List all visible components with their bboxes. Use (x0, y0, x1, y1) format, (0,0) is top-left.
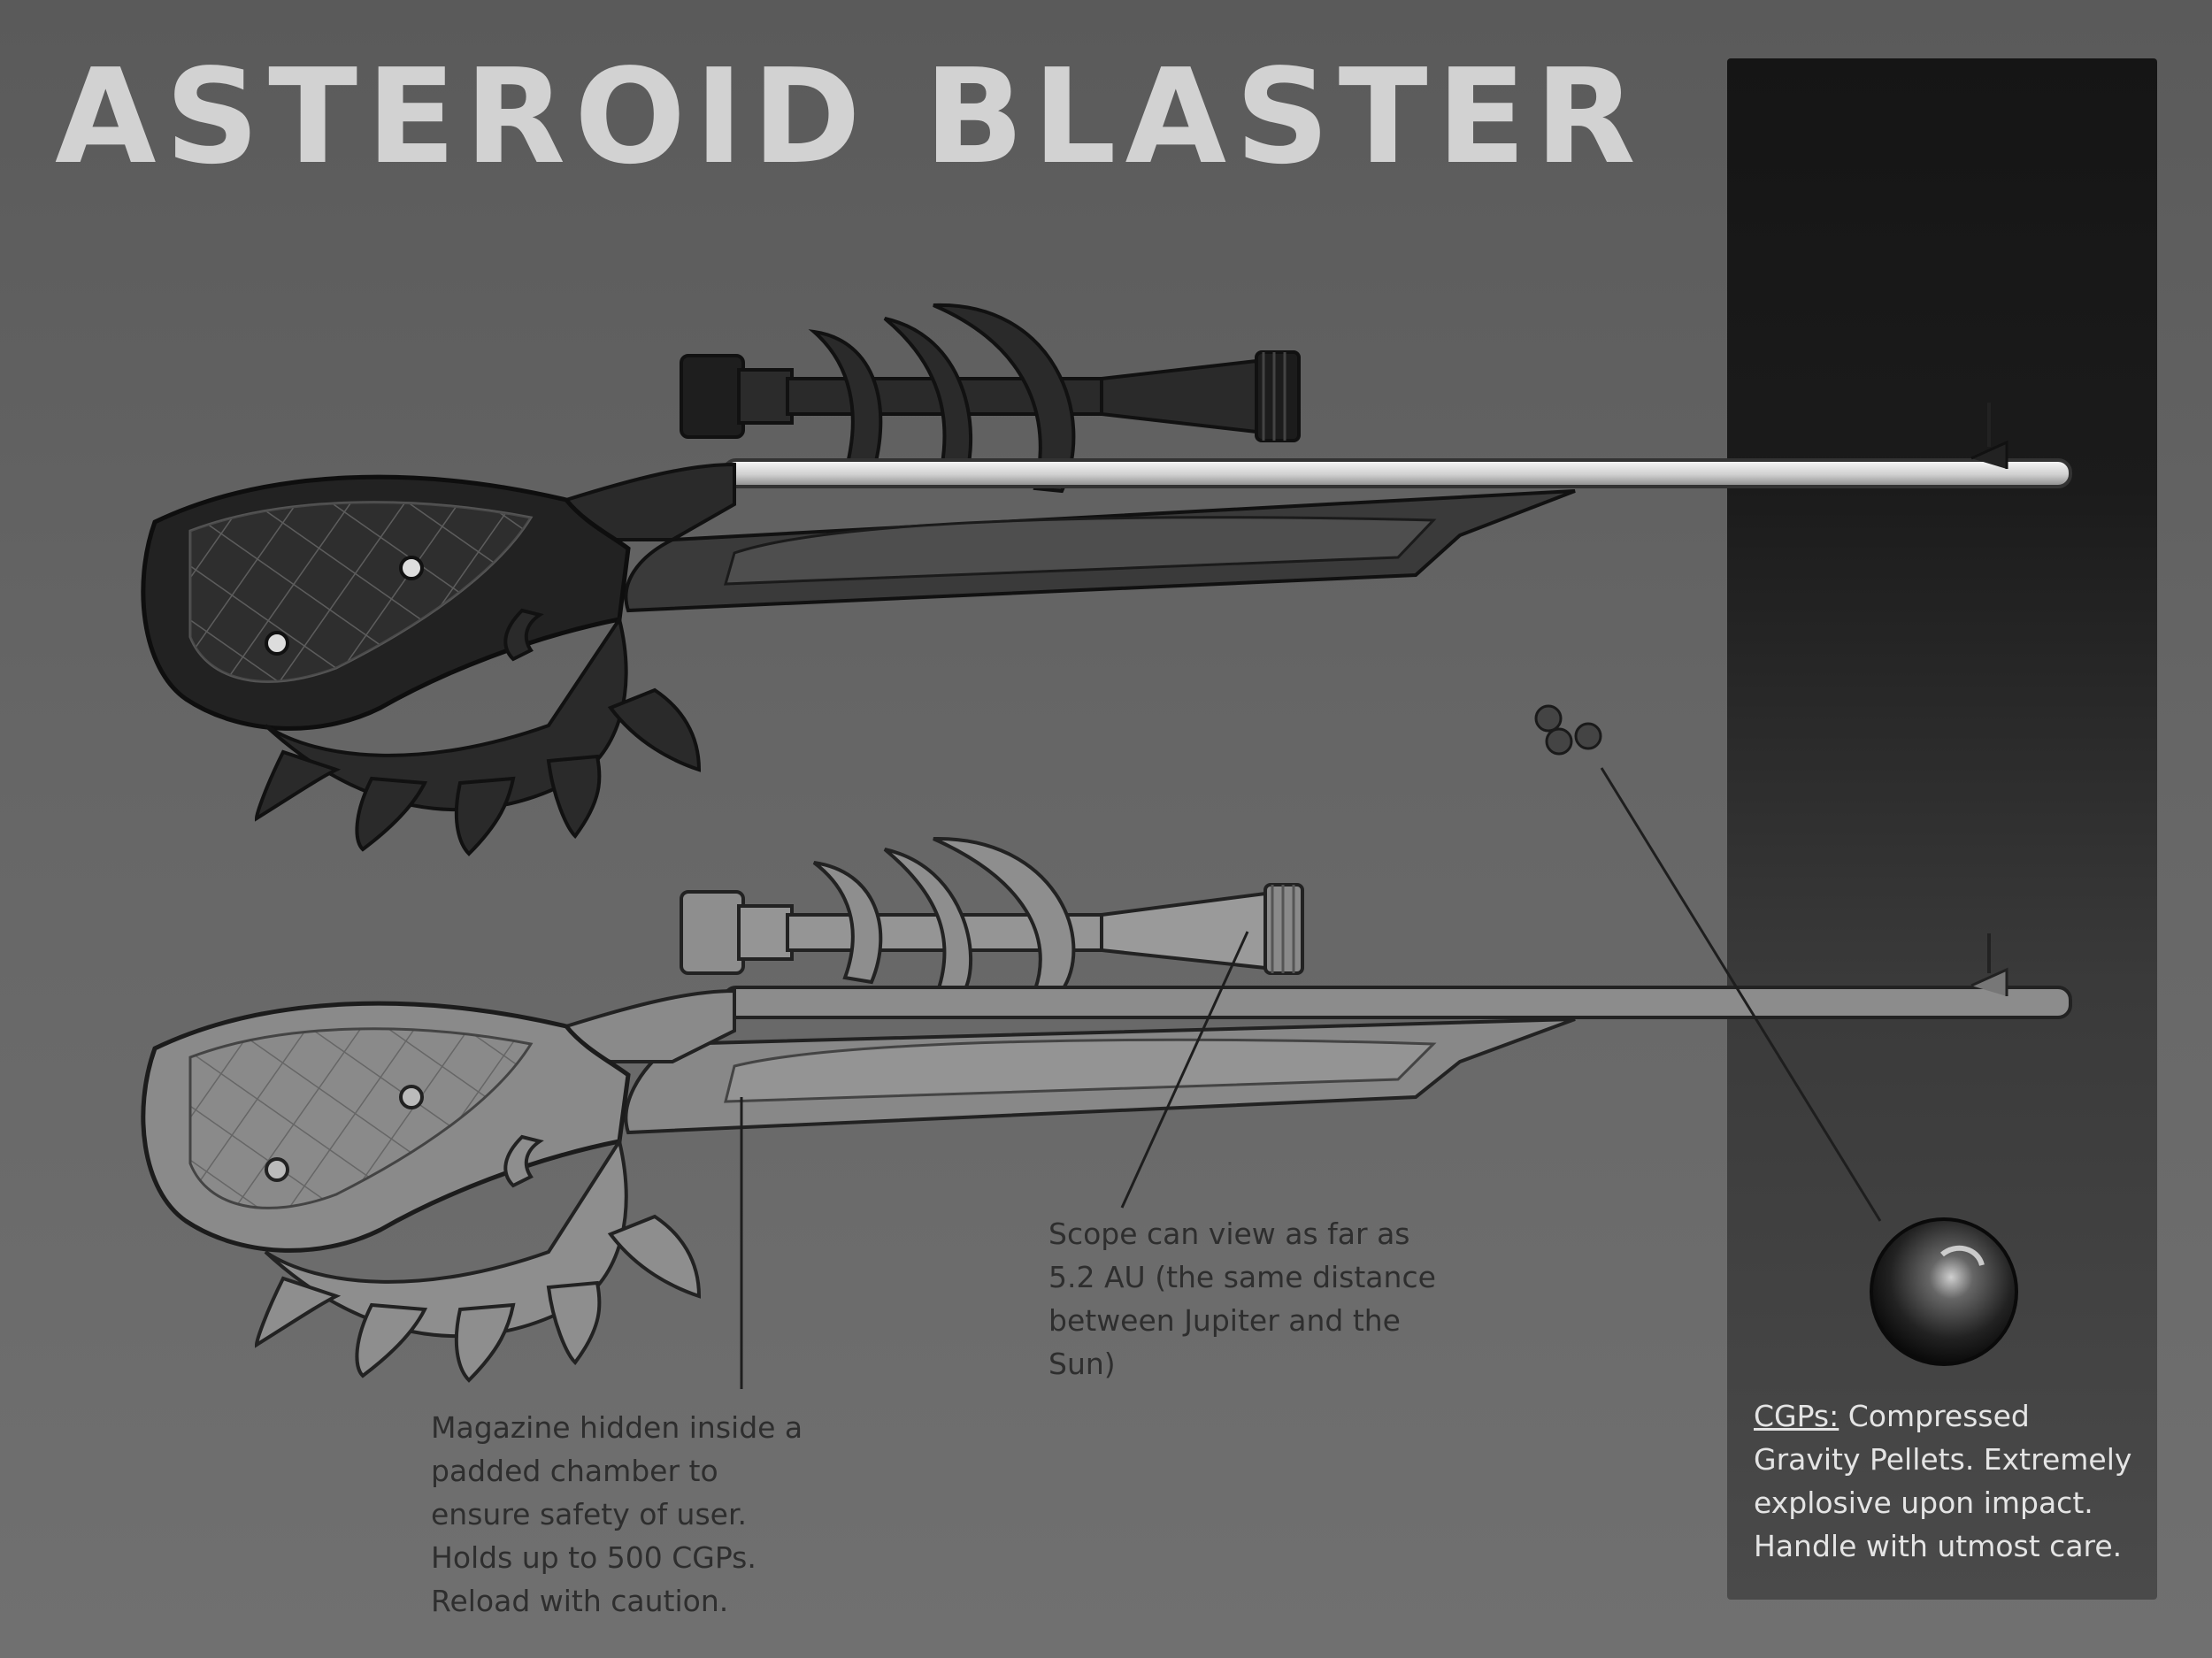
cgp-pellet-icon (1870, 1217, 2018, 1366)
magazine-note: Magazine hidden inside a padded chamber … (431, 1410, 803, 1618)
dark-scope (680, 350, 1301, 442)
scope-note: Scope can view as far as 5.2 AU (the sam… (1048, 1217, 1436, 1381)
light-scope (680, 883, 1304, 975)
scope-leader-line (1120, 931, 1249, 1209)
page-title: ASTEROID BLASTER (55, 41, 1645, 193)
cgp-leader-line (1600, 767, 1882, 1222)
cgp-term: CGPs: (1754, 1399, 1839, 1433)
light-rifle (141, 836, 2072, 1383)
cgp-note: CGPs: Compressed Gravity Pellets. Extrem… (1754, 1394, 2131, 1568)
cgp-first-line: CGPs: Compressed (1754, 1399, 2030, 1433)
small-pellets (1534, 704, 1602, 756)
dark-rifle (141, 303, 2072, 856)
